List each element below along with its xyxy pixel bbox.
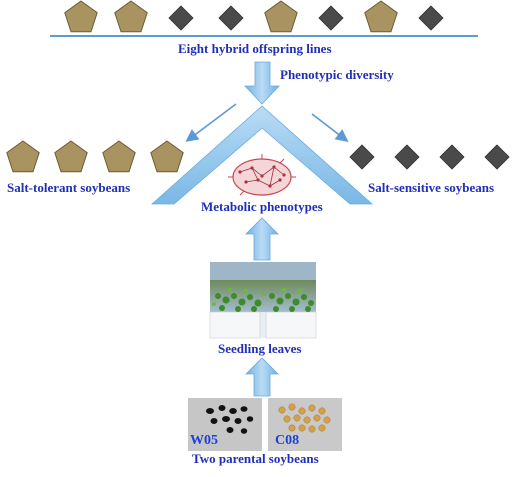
metabolic-label: Metabolic phenotypes [201,199,323,214]
seedling-up-arrow [245,217,279,261]
diversity-label: Phenotypic diversity [280,67,394,82]
diamond-shape [318,5,344,31]
tolerant-shape-row [6,140,184,173]
metabolic-roof [150,105,374,205]
pentagon-shape [364,0,398,33]
pentagon-shape [150,140,184,173]
pentagon-shape [54,140,88,173]
w05-photo [188,398,262,451]
diamond-shape [349,144,375,170]
pentagon-shape [264,0,298,33]
metabolic-network-icon [228,154,296,196]
sensitive-label: Salt-sensitive soybeans [368,180,495,195]
pentagon-shape [114,0,148,33]
w05-label: W05 [190,433,218,448]
diamond-shape [418,5,444,31]
diamond-shape [218,5,244,31]
arrow-to-tolerant [185,103,237,142]
pentagon-shape [6,140,40,173]
offspring-label: Eight hybrid offspring lines [178,41,332,56]
arrow-to-sensitive [311,113,349,142]
sensitive-shape-row [349,144,510,170]
diamond-shape [439,144,465,170]
offspring-shape-row [64,0,444,33]
parents-up-arrow [245,357,279,397]
tolerant-label: Salt-tolerant soybeans [7,180,131,195]
c08-label: C08 [275,433,300,448]
seedling-photo [209,262,317,339]
pentagon-shape [64,0,98,33]
c08-photo [268,398,342,451]
diamond-shape [484,144,510,170]
seedling-label: Seedling leaves [218,341,302,356]
diamond-shape [168,5,194,31]
diamond-shape [394,144,420,170]
parents-label: Two parental soybeans [192,451,319,466]
diversity-arrow [244,61,280,105]
pentagon-shape [102,140,136,173]
